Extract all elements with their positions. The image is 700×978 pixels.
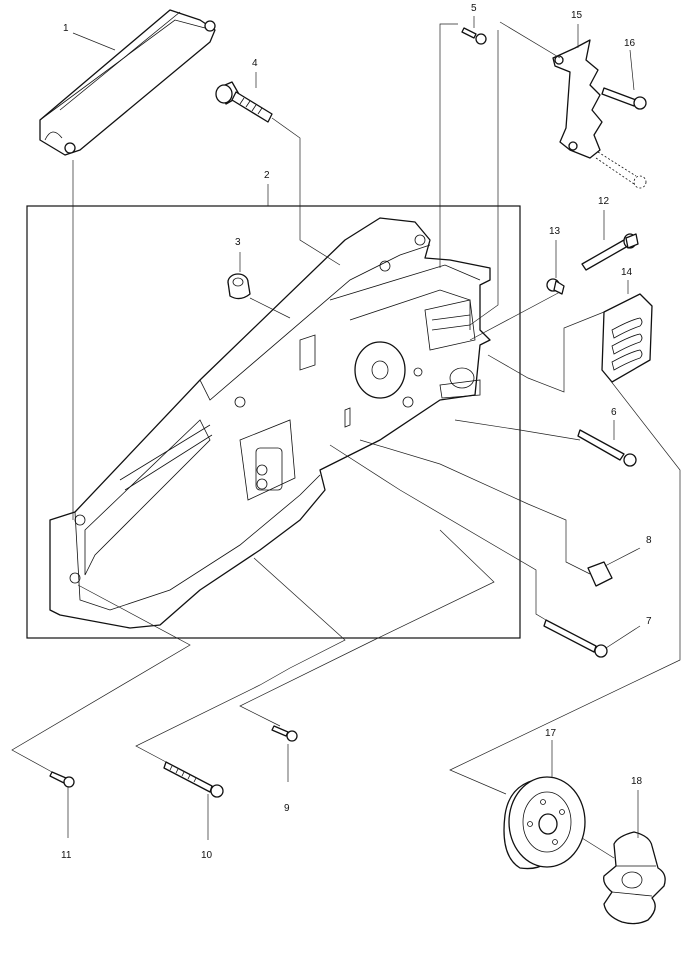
assembly-frame xyxy=(26,205,521,639)
part-5-screw[interactable] xyxy=(461,27,487,45)
leader-lines xyxy=(11,16,681,859)
callout-9: 9 xyxy=(284,803,290,814)
callout-11: 11 xyxy=(61,850,72,861)
part-11-screw[interactable] xyxy=(49,771,75,788)
callout-8: 8 xyxy=(646,535,652,546)
callout-12: 12 xyxy=(598,196,610,207)
callout-1: 1 xyxy=(63,23,69,34)
part-14-cover-plate[interactable] xyxy=(601,293,653,383)
part-13-nut[interactable] xyxy=(546,278,565,295)
part-18-clutch-shoe[interactable] xyxy=(603,831,666,925)
part-6-long-screw[interactable] xyxy=(577,429,637,467)
callout-labels: 1 2 3 4 5 6 7 8 9 10 11 12 13 14 15 16 1… xyxy=(61,3,652,861)
part-2-main-housing[interactable] xyxy=(49,217,491,629)
callout-17: 17 xyxy=(545,728,557,739)
callout-10: 10 xyxy=(201,850,213,861)
callout-2: 2 xyxy=(264,170,270,181)
callout-7: 7 xyxy=(646,616,652,627)
part-7-long-screw[interactable] xyxy=(543,619,608,658)
callout-15: 15 xyxy=(571,10,583,21)
callout-18: 18 xyxy=(631,776,643,787)
callout-6: 6 xyxy=(611,407,617,418)
part-4-bolt[interactable] xyxy=(215,81,273,123)
part-3-bushing[interactable] xyxy=(227,273,251,300)
callout-5: 5 xyxy=(471,3,477,14)
part-9-screw[interactable] xyxy=(271,725,298,742)
callout-3: 3 xyxy=(235,237,241,248)
callout-14: 14 xyxy=(621,267,633,278)
callout-13: 13 xyxy=(549,226,561,237)
part-15-spike-plate[interactable] xyxy=(552,39,603,159)
part-1-handle-bar[interactable] xyxy=(39,9,216,156)
part-17-clutch-drum[interactable] xyxy=(503,776,586,870)
part-10-long-screw[interactable] xyxy=(163,761,224,798)
spike-plate-screw-dashed xyxy=(595,151,647,189)
part-16-screw[interactable] xyxy=(601,87,647,110)
callout-4: 4 xyxy=(252,58,258,69)
part-8-small-plate[interactable] xyxy=(587,561,613,587)
callout-16: 16 xyxy=(624,38,636,49)
part-12-screw[interactable] xyxy=(581,233,639,271)
